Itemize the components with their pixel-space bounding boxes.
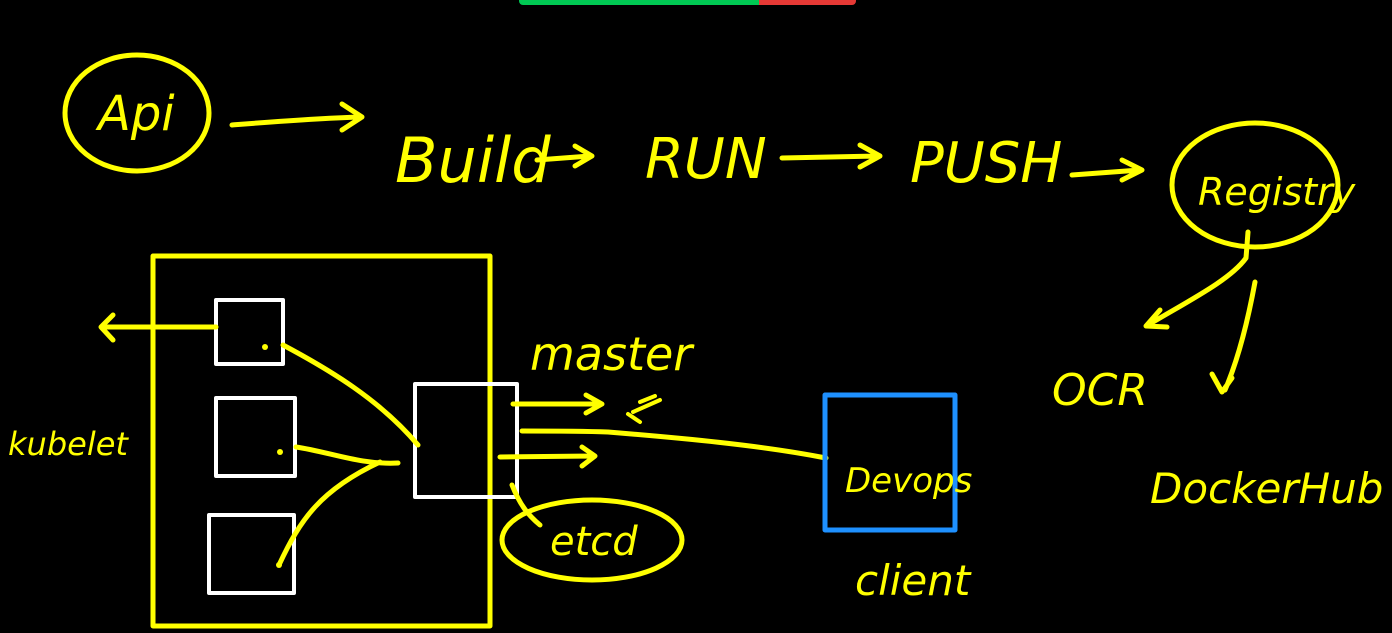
master-arrow-1 [510, 392, 605, 416]
build-to-run-arrow [534, 143, 595, 169]
api-circle [62, 52, 212, 174]
status-bar-red-segment [759, 0, 856, 5]
kubelet-label: kubelet [8, 425, 129, 463]
api-label: Api [95, 86, 175, 142]
master-check-mark [626, 394, 662, 424]
node2-to-master-link [293, 444, 401, 466]
devops-box [822, 392, 958, 533]
node-box-3 [207, 513, 296, 595]
master-arrow-2 [497, 444, 598, 469]
push-to-registry-arrow [1069, 157, 1145, 183]
node-box-2 [214, 396, 297, 478]
node-dot-1 [262, 344, 268, 350]
push-label: PUSH [910, 131, 1062, 196]
client-label: client [855, 556, 972, 605]
api-to-build-arrow [229, 101, 365, 133]
node1-to-master-link [280, 342, 421, 448]
etcd-link [509, 482, 543, 528]
registry-circle [1169, 120, 1341, 250]
registry-to-dockerhub-arrow [1209, 279, 1258, 395]
cluster-box [150, 253, 493, 629]
master-box [413, 382, 519, 499]
devops-label: Devops [845, 461, 972, 501]
node-box-1 [214, 298, 285, 366]
dockerhub-label: DockerHub [1150, 464, 1383, 513]
build-label: Build [395, 124, 551, 197]
node3-to-master-link [276, 459, 383, 568]
kubelet-pointer-arrow [98, 312, 219, 343]
etcd-label: etcd [550, 519, 638, 565]
run-label: RUN [645, 127, 767, 192]
run-to-push-arrow [779, 142, 883, 170]
node-dot-2 [277, 449, 283, 455]
master-label: master [530, 327, 695, 381]
status-bar-green-segment [519, 0, 759, 5]
registry-to-ocr-arrow [1143, 229, 1251, 330]
ocr-label: OCR [1052, 365, 1148, 416]
recording-status-bar [519, 0, 856, 5]
registry-label: Registry [1198, 170, 1356, 214]
etcd-circle [499, 497, 685, 583]
devops-to-master-link [519, 428, 829, 461]
